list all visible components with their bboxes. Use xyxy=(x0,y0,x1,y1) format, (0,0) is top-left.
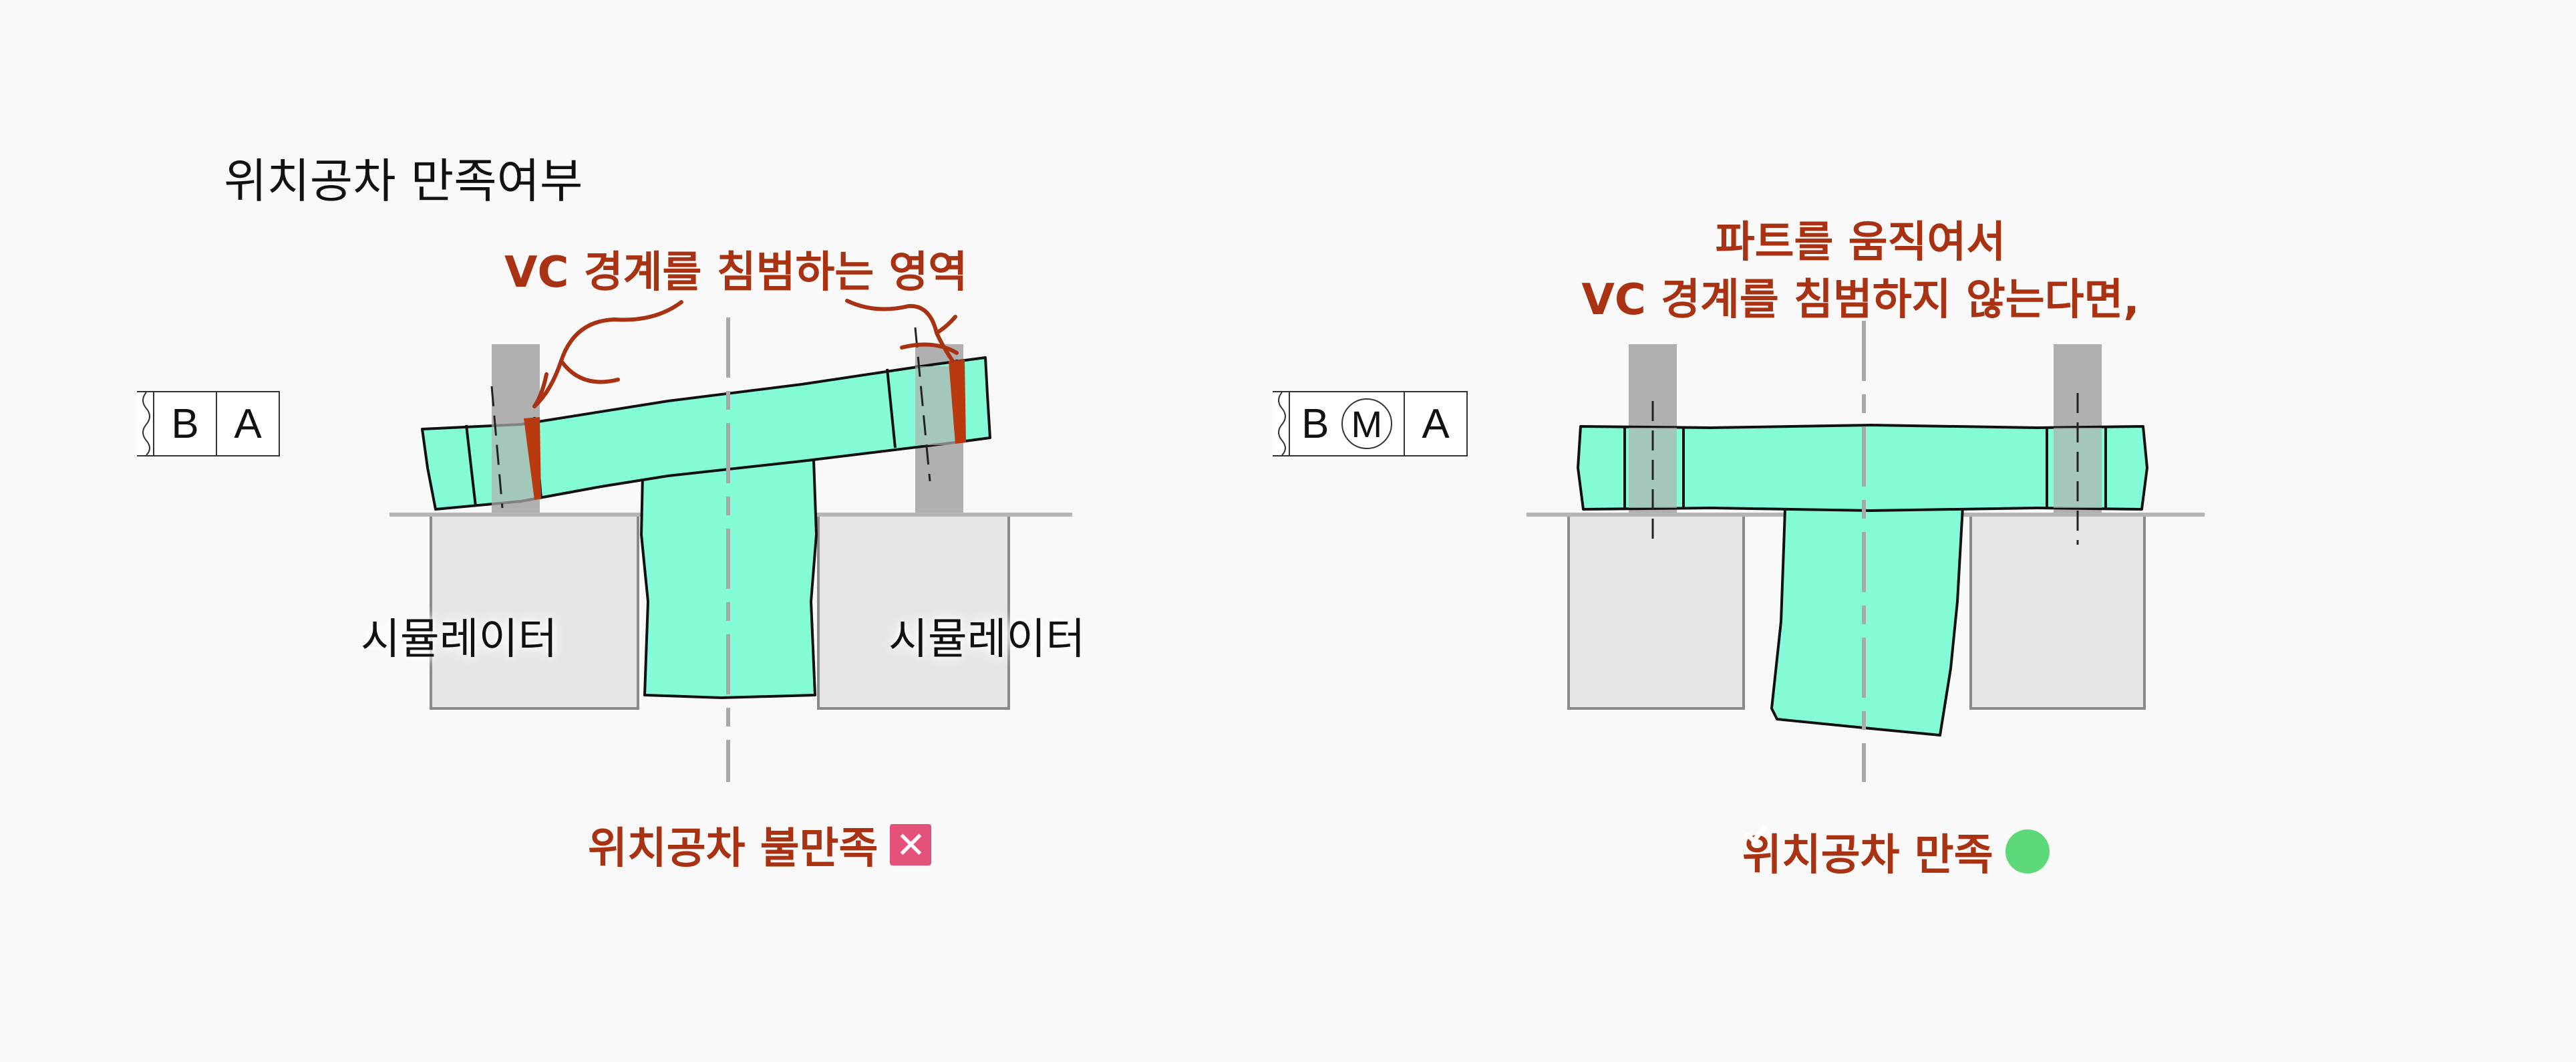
simulator-label-left: 시뮬레이터 xyxy=(361,615,558,664)
simulator-label-right: 시뮬레이터 xyxy=(889,615,1086,664)
feature-control-frame-right: B M A xyxy=(1273,391,1468,456)
simulator-block-left xyxy=(430,513,639,710)
datum-ref-a-r: A xyxy=(1404,392,1466,455)
x-icon: ✕ xyxy=(890,824,932,866)
check-circle-icon xyxy=(1745,825,2050,874)
right-diagram xyxy=(1526,321,2205,782)
datum-ref-b-r: B M xyxy=(1289,392,1404,455)
hole-edge-left-outer xyxy=(465,424,477,507)
callout-arrow-right xyxy=(845,299,959,363)
page-title: 위치공차 만족여부 xyxy=(224,154,583,209)
datum-ref-b-letter: B xyxy=(1301,400,1329,447)
simulator-block-left-r xyxy=(1567,513,1745,710)
hole-centerline-right xyxy=(914,327,931,482)
frame-break-edge xyxy=(137,392,153,455)
left-diagram xyxy=(389,299,1072,782)
frame-break-edge-r xyxy=(1273,392,1289,455)
simulator-block-right xyxy=(817,513,1010,710)
callout-move-part: 파트를 움직여서 VC 경계를 침범하지 않는다면, xyxy=(1543,214,2178,329)
violation-zone-right xyxy=(949,360,966,444)
hole-edge-right-outer xyxy=(886,368,897,448)
part-bar-tilted xyxy=(421,356,991,511)
callout-arrow-left xyxy=(532,300,683,408)
part-stem-r xyxy=(1770,505,1964,737)
feature-control-frame-left: B A xyxy=(137,391,280,456)
status-fail-text: 위치공차 불만족 xyxy=(588,824,878,874)
callout-line-1: 파트를 움직여서 xyxy=(1715,218,2006,267)
simulator-block-right-r xyxy=(1969,513,2146,710)
status-fail: 위치공차 불만족 ✕ xyxy=(588,814,932,876)
status-pass-text: 위치공차 만족 xyxy=(1742,831,1993,880)
status-pass: 위치공차 만족 xyxy=(1742,821,2050,882)
violation-zone-left xyxy=(524,417,541,500)
mmc-modifier-icon: M xyxy=(1341,398,1392,449)
callout-vc-violation: VC 경계를 침범하는 영역 xyxy=(504,248,968,297)
datum-ref-b: B xyxy=(153,392,216,455)
hole-centerline-left xyxy=(490,386,504,509)
datum-ref-a: A xyxy=(216,392,279,455)
callout-line-2: VC 경계를 침범하지 않는다면, xyxy=(1581,275,2140,325)
